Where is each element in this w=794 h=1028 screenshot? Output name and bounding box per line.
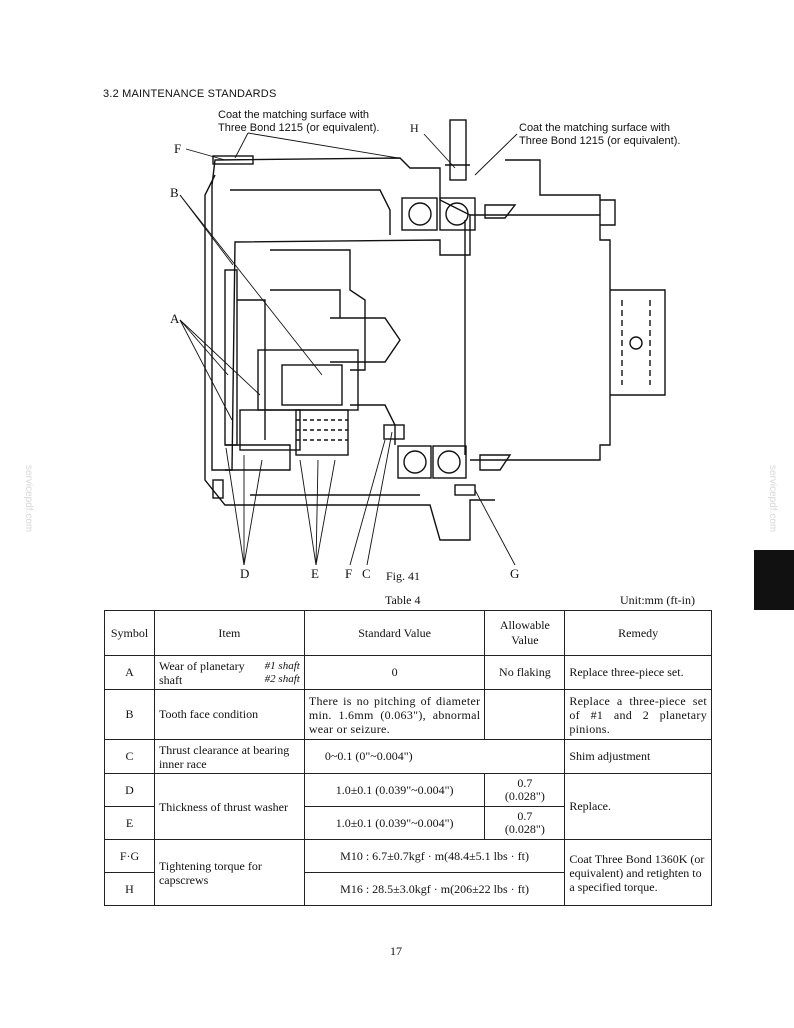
cell-allowable: 0.7 (0.028"): [484, 806, 566, 840]
header-item: Item: [153, 610, 305, 656]
cell-symbol: E: [104, 806, 155, 840]
cell-symbol: B: [104, 689, 155, 740]
label-F-bottom: F: [345, 566, 353, 581]
table-row: H M16 : 28.5±3.0kgf · m(206±22 lbs · ft): [104, 872, 712, 906]
cell-allowable: No flaking: [484, 655, 566, 690]
cell-symbol: F·G: [104, 839, 155, 873]
unit-note: Unit:mm (ft-in): [620, 593, 695, 607]
maintenance-standards-table: Symbol Item Standard Value Allowable Val…: [104, 610, 712, 906]
label-E: E: [311, 566, 319, 581]
cell-item: Wear of planetary shaft #1 shaft #2 shaf…: [153, 655, 305, 690]
cell-symbol: C: [104, 739, 155, 774]
cell-item: Thickness of thrust washer: [153, 773, 305, 840]
label-B: B: [170, 185, 179, 200]
allowable-value-imperial: (0.028"): [504, 789, 545, 803]
callout-left-line1: Coat the matching surface with: [218, 109, 370, 121]
cell-standard: There is no pitching of diameter min. 1.…: [303, 689, 486, 740]
label-F-top: F: [174, 141, 182, 156]
figure-caption: Fig. 41: [386, 569, 421, 583]
table-row: F·G Tightening torque for capscrews M10 …: [104, 839, 712, 906]
label-H: H: [410, 121, 419, 135]
cell-symbol: D: [104, 773, 155, 807]
cell-standard: 1.0±0.1 (0.039"~0.004"): [303, 773, 486, 807]
cell-item: Tooth face condition: [153, 689, 305, 740]
cell-remedy: Replace a three-piece set of #1 and 2 pl…: [564, 689, 712, 740]
shaft-2-label: #2 shaft: [264, 672, 300, 685]
label-C: C: [362, 566, 371, 581]
table-header-row: Symbol Item Standard Value Allowable Val…: [104, 610, 712, 656]
section-title: 3.2 MAINTENANCE STANDARDS: [103, 88, 277, 100]
header-allowable-value: Allowable Value: [484, 610, 566, 656]
cell-symbol: A: [104, 655, 155, 690]
watermark-right: servicepdf.com: [767, 465, 778, 533]
allowable-value: 0.7: [517, 809, 533, 823]
cell-item: Tightening torque for capscrews: [153, 839, 305, 906]
cell-standard: 0: [303, 655, 486, 690]
table-row: C Thrust clearance at bearing inner race…: [104, 739, 712, 774]
planetary-gear-cross-section: [179, 119, 666, 566]
cell-remedy: Shim adjustment: [564, 739, 712, 774]
watermark-left: servicepdf.com: [23, 465, 34, 533]
page-number: 17: [390, 944, 402, 958]
table-row: D Thickness of thrust washer 1.0±0.1 (0.…: [104, 773, 712, 840]
table-row: B Tooth face condition There is no pitch…: [104, 689, 712, 740]
cell-standard: 1.0±0.1 (0.039"~0.004"): [303, 806, 486, 840]
page-edge-tab: [754, 550, 794, 610]
label-G: G: [510, 566, 520, 581]
table-caption: Table 4: [385, 593, 421, 607]
cell-remedy: Replace.: [564, 773, 712, 840]
allowable-value: 0.7: [517, 776, 533, 790]
cell-standard: M10 : 6.7±0.7kgf · m(48.4±5.1 lbs · ft): [303, 839, 566, 873]
callout-right: Coat the matching surface with Three Bon…: [519, 122, 680, 148]
cell-standard: 0~0.1 (0"~0.004"): [303, 739, 566, 774]
cell-remedy: Replace three-piece set.: [564, 655, 712, 690]
header-symbol: Symbol: [104, 610, 155, 656]
shaft-subitems: #1 shaft #2 shaft: [265, 660, 300, 686]
item-text: Wear of planetary shaft: [158, 658, 245, 687]
table-row: A Wear of planetary shaft #1 shaft #2 sh…: [104, 655, 712, 690]
allowable-value-imperial: (0.028"): [504, 822, 545, 836]
table-row: E 1.0±0.1 (0.039"~0.004") 0.7 (0.028"): [104, 806, 712, 840]
cell-allowable: [484, 689, 566, 740]
header-standard-value: Standard Value: [303, 610, 486, 656]
cell-remedy: Coat Three Bond 1360K (or equivalent) an…: [564, 839, 712, 906]
label-A: A: [170, 311, 180, 326]
callout-left-line2: Three Bond 1215 (or equivalent).: [218, 122, 380, 134]
cell-allowable: 0.7 (0.028"): [484, 773, 566, 807]
header-remedy: Remedy: [564, 610, 712, 656]
callout-left: Coat the matching surface with Three Bon…: [218, 109, 379, 135]
cell-standard: M16 : 28.5±3.0kgf · m(206±22 lbs · ft): [303, 872, 566, 906]
callout-right-line1: Coat the matching surface with: [519, 122, 671, 134]
callout-right-line2: Three Bond 1215 (or equivalent).: [519, 135, 681, 147]
label-D: D: [240, 566, 250, 581]
shaft-1-label: #1 shaft: [264, 659, 300, 672]
cell-item: Thrust clearance at bearing inner race: [153, 739, 305, 774]
cell-symbol: H: [104, 872, 155, 906]
